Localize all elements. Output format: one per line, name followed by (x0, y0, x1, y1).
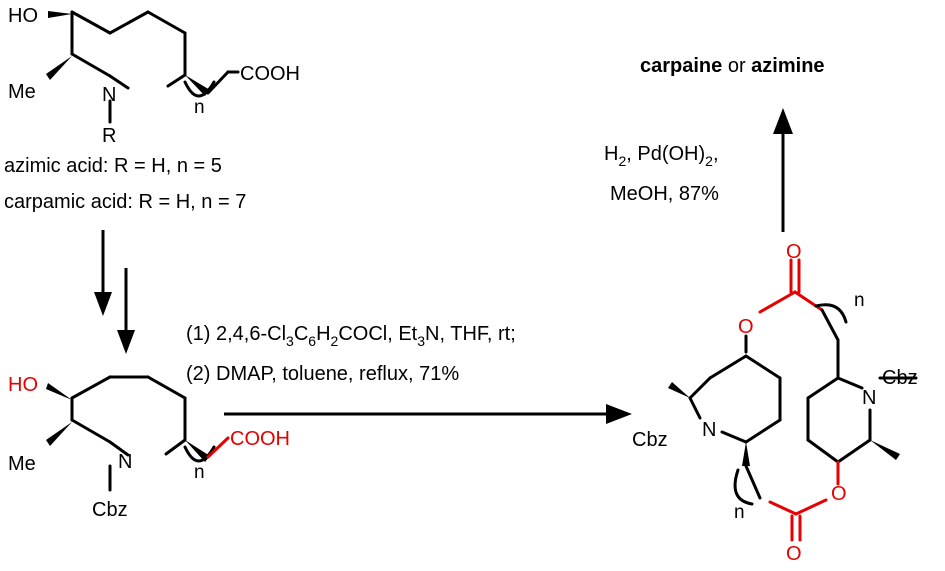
hydrogenolysis-arrow (773, 108, 793, 232)
top-repeat-n: n (854, 290, 865, 311)
right-cbz-label: Cbz (882, 367, 918, 389)
bottom-ester-oxygen: O (831, 483, 847, 505)
r-group-label: R (102, 125, 116, 147)
product-names: carpaine or azimine (640, 55, 825, 77)
top-ester-oxygen: O (738, 316, 754, 338)
condition-step-1: (1) 2,4,6-Cl3C6H2COCl, Et3N, THF, rt; (186, 323, 516, 349)
hydroxy-label: HO (8, 374, 38, 396)
right-nitrogen: N (862, 387, 876, 409)
condition-step-2: (2) DMAP, toluene, reflux, 71% (186, 363, 459, 385)
dilactone-macrocycle-structure: O O O O N N Cbz Cbz n n (632, 241, 918, 565)
repeat-n-label: n (194, 462, 205, 483)
hydrogenolysis-conditions-2: MeOH, 87% (610, 183, 719, 205)
macrolactonization-arrow (224, 404, 632, 424)
starting-acid-structure: HO Me N R COOH n (8, 5, 300, 147)
hydroxy-label: HO (8, 5, 38, 27)
hydrogenolysis-conditions-1: H2, Pd(OH)2, (604, 143, 719, 169)
cbz-label: Cbz (92, 499, 128, 521)
top-carbonyl-oxygen: O (786, 241, 802, 263)
nitrogen-label: N (102, 84, 116, 106)
carpamic-acid-line: carpamic acid: R = H, n = 7 (4, 191, 246, 213)
left-cbz-label: Cbz (632, 429, 668, 451)
two-step-down-arrow (94, 230, 135, 354)
nitrogen-label: N (118, 451, 132, 473)
bottom-carbonyl-oxygen: O (786, 543, 802, 565)
methyl-label: Me (8, 453, 36, 475)
bottom-repeat-n: n (734, 502, 745, 523)
carboxyl-label: COOH (240, 63, 300, 85)
methyl-label: Me (8, 81, 36, 103)
left-nitrogen: N (702, 419, 716, 441)
azimic-acid-line: azimic acid: R = H, n = 5 (4, 155, 222, 177)
repeat-n-label: n (194, 97, 205, 118)
carboxyl-label: COOH (230, 428, 290, 450)
cbz-protected-acid-structure: HO Me N Cbz COOH n (8, 374, 290, 521)
